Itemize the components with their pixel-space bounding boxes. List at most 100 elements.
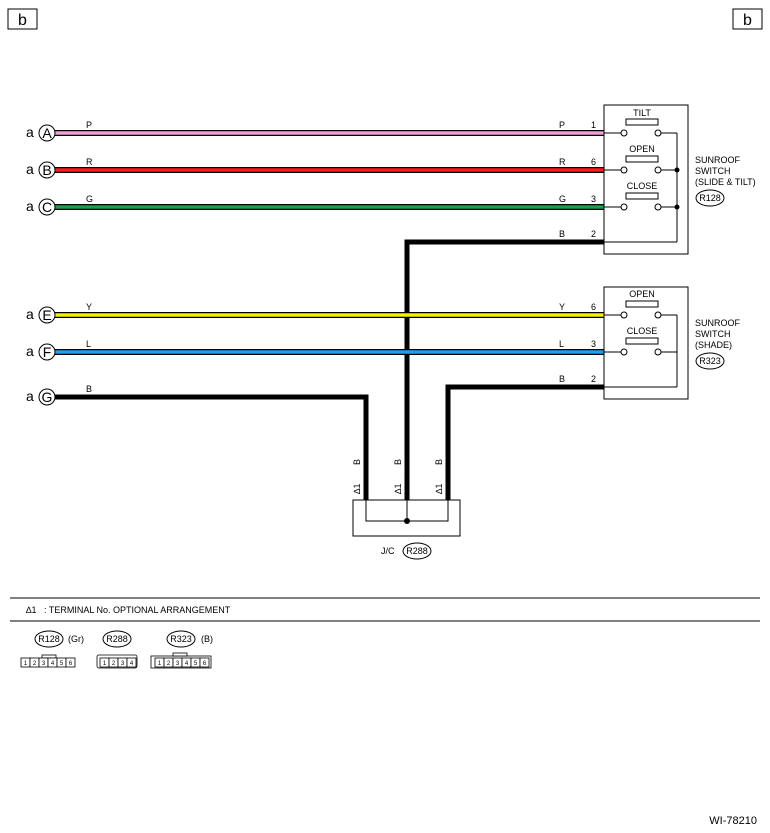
switch2-code: R323 [699,356,721,366]
jc-wire-mid-color: B [393,459,403,465]
switch1-contact-tilt-label: TILT [633,108,651,118]
switch2-name-line2: SWITCH [695,329,731,339]
legend-r323-pin: 4 [185,661,189,667]
sunroof-switch-shade: OPEN CLOSE [603,286,689,400]
wire-g [55,394,369,500]
connector-a-letter: A [42,125,52,141]
jc-code: R288 [406,546,428,556]
switch2-code-oval [695,352,725,370]
legend-r128-pin: 6 [69,661,73,667]
legend-r288: R288 1 2 3 4 [96,630,138,669]
wire-a-color-label-left: P [86,120,92,130]
wire-g-color-label-left: B [86,384,92,394]
legend-r128-pin: 3 [42,661,46,667]
figure-id: WI-78210 [709,815,757,827]
wire-b-color-label-left: R [86,157,93,167]
legend-r323-pin: 1 [158,661,162,667]
wire-ground-switch1 [404,239,604,500]
legend-r323-color: (B) [201,634,213,644]
wire-c-color-label-left: G [86,194,93,204]
connector-f-letter: F [43,344,52,360]
jc-code-oval [402,542,432,560]
jc-wire-right-mark: ∆1 [434,483,444,494]
sunroof-switch-slide-tilt: TILT OPEN CLOSE [603,104,689,255]
connector-f-prefix: a [26,343,34,359]
jc-label: J/C [381,546,395,556]
connector-g-prefix: a [26,388,34,404]
switch1-name-line2: SWITCH [695,166,731,176]
legend-r323-pin: 5 [194,661,198,667]
switch1-ground-pin: 2 [591,229,596,239]
legend-r128-pin: 4 [51,661,55,667]
jc-wire-left-mark: ∆1 [352,483,362,494]
switch2-name-line3: (SHADE) [695,340,732,350]
jc-wire-right-color: B [434,459,444,465]
wire-a-color-label-right: P [559,120,565,130]
legend-r288-pin: 4 [130,661,134,667]
wire-f-color-label-left: L [86,339,91,349]
legend-r288-pin: 3 [121,661,125,667]
switch1-code: R128 [699,193,721,203]
connector-b: a B [26,161,56,179]
connector-c-prefix: a [26,198,34,214]
connector-c: a C [26,198,56,216]
wire-e-color-label-right: Y [559,302,565,312]
connector-g-letter: G [42,389,53,405]
wire-f-pin: 3 [591,339,596,349]
switch1-name-line3: (SLIDE & TILT) [695,177,756,187]
corner-label-right: b [743,12,752,29]
switch1-ground-color-label: B [559,229,565,239]
switch2-contact-open-label: OPEN [629,289,655,299]
switch2-ground-color-label: B [559,374,565,384]
wire-b-pin: 6 [591,157,596,167]
legend-r323-pin: 6 [203,661,207,667]
legend-r323-pin: 3 [176,661,180,667]
wire-b-color-label-right: R [559,157,566,167]
legend-r288-pin: 1 [103,661,107,667]
corner-label-left: b [18,12,27,29]
connector-e-letter: E [42,307,51,323]
legend-r323-pin: 2 [167,661,171,667]
corner-box-left [7,8,38,30]
jc-wire-mid-mark: ∆1 [393,483,403,494]
joint-connector [352,499,461,537]
connector-a: a A [26,124,56,142]
wire-ground-switch2 [445,384,604,500]
switch2-ground-pin: 2 [591,374,596,384]
legend-r288-code: R288 [106,634,128,644]
switch1-contact-close-label: CLOSE [627,181,658,191]
legend-r128: R128 (Gr) 1 2 3 4 5 6 [20,630,84,668]
wire-e-color-label-left: Y [86,302,92,312]
legend-r128-pin: 2 [33,661,37,667]
switch1-name-line1: SUNROOF [695,155,741,165]
wire-c-pin: 3 [591,194,596,204]
connector-g: a G [26,388,56,406]
legend-r128-pin: 1 [24,661,28,667]
note-text: : TERMINAL No. OPTIONAL ARRANGEMENT [44,605,231,615]
connector-e: a E [26,306,56,324]
legend-r128-color: (Gr) [68,634,84,644]
legend-r323-code: R323 [170,634,192,644]
note-mark: ∆1 [26,605,37,615]
switch1-contact-open-label: OPEN [629,144,655,154]
connector-b-letter: B [42,162,51,178]
connector-a-prefix: a [26,124,34,140]
wire-f-color-label-right: L [559,339,564,349]
switch1-code-oval [695,189,725,207]
wire-e-pin: 6 [591,302,596,312]
corner-box-right [732,8,763,30]
wire-c-color-label-right: G [559,194,566,204]
connector-e-prefix: a [26,306,34,322]
switch2-name-line1: SUNROOF [695,318,741,328]
legend-r323: R323 (B) 1 2 3 4 5 6 [150,630,213,669]
jc-wire-left-color: B [352,459,362,465]
legend-r128-code: R128 [38,634,60,644]
connector-c-letter: C [42,199,52,215]
connector-f: a F [26,343,56,361]
wire-a-pin: 1 [591,120,596,130]
legend-r128-pin: 5 [60,661,64,667]
switch2-contact-close-label: CLOSE [627,326,658,336]
connector-b-prefix: a [26,161,34,177]
legend-r288-pin: 2 [112,661,116,667]
